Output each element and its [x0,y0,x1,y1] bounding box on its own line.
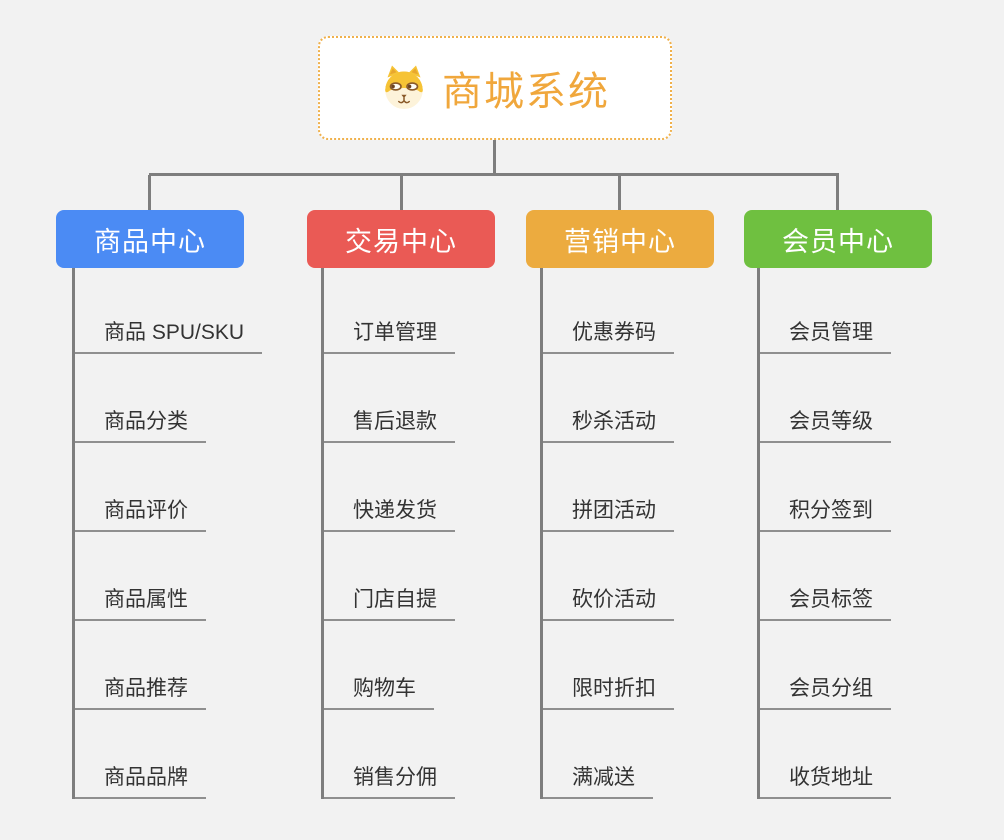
leaf-item[interactable]: 门店自提 [324,532,455,621]
leaf-item[interactable]: 会员等级 [760,354,891,443]
leaf-item[interactable]: 商品 SPU/SKU [75,268,263,354]
leaf-item[interactable]: 购物车 [324,621,434,710]
leaf-item[interactable]: 砍价活动 [543,532,674,621]
connector-branch-stub [836,175,839,210]
leaf-item[interactable]: 售后退款 [324,354,455,443]
leaf-item[interactable]: 限时折扣 [543,621,674,710]
leaf-item[interactable]: 会员分组 [760,621,891,710]
dog-icon [385,65,423,109]
connector-horizontal [149,173,839,176]
branch-header-member[interactable]: 会员中心 [744,210,932,268]
branch-label: 商品中心 [94,226,206,257]
leaf-item[interactable]: 积分签到 [760,443,891,532]
leaf-item[interactable]: 商品属性 [75,532,206,621]
leaf-column-product: 商品 SPU/SKU 商品分类 商品评价 商品属性 商品推荐 商品品牌 [72,268,263,799]
connector-branch-stub [618,175,621,210]
root-title: 商城系统 [442,70,610,114]
root-node[interactable]: 商城系统 [318,36,672,140]
leaf-item[interactable]: 商品分类 [75,354,206,443]
leaf-item[interactable]: 会员标签 [760,532,891,621]
branch-label: 交易中心 [345,226,457,257]
branch-label: 营销中心 [564,226,676,257]
leaf-item[interactable]: 秒杀活动 [543,354,674,443]
leaf-item[interactable]: 拼团活动 [543,443,674,532]
leaf-item[interactable]: 销售分佣 [324,710,455,799]
leaf-column-member: 会员管理 会员等级 积分签到 会员标签 会员分组 收货地址 [757,268,891,799]
branch-header-trade[interactable]: 交易中心 [307,210,495,268]
leaf-item[interactable]: 快递发货 [324,443,455,532]
leaf-item[interactable]: 满减送 [543,710,653,799]
leaf-item[interactable]: 订单管理 [324,268,455,354]
leaf-item[interactable]: 商品评价 [75,443,206,532]
leaf-item[interactable]: 收货地址 [760,710,891,799]
connector-branch-stub [400,175,403,210]
branch-header-product[interactable]: 商品中心 [56,210,244,268]
leaf-item[interactable]: 优惠券码 [543,268,674,354]
leaf-item[interactable]: 商品推荐 [75,621,206,710]
branch-header-marketing[interactable]: 营销中心 [526,210,714,268]
leaf-item[interactable]: 商品品牌 [75,710,206,799]
connector-branch-stub [148,175,151,210]
leaf-column-marketing: 优惠券码 秒杀活动 拼团活动 砍价活动 限时折扣 满减送 [540,268,674,799]
leaf-column-trade: 订单管理 售后退款 快递发货 门店自提 购物车 销售分佣 [321,268,455,799]
connector-root-stub [493,138,496,176]
leaf-item[interactable]: 会员管理 [760,268,891,354]
branch-label: 会员中心 [782,226,894,257]
